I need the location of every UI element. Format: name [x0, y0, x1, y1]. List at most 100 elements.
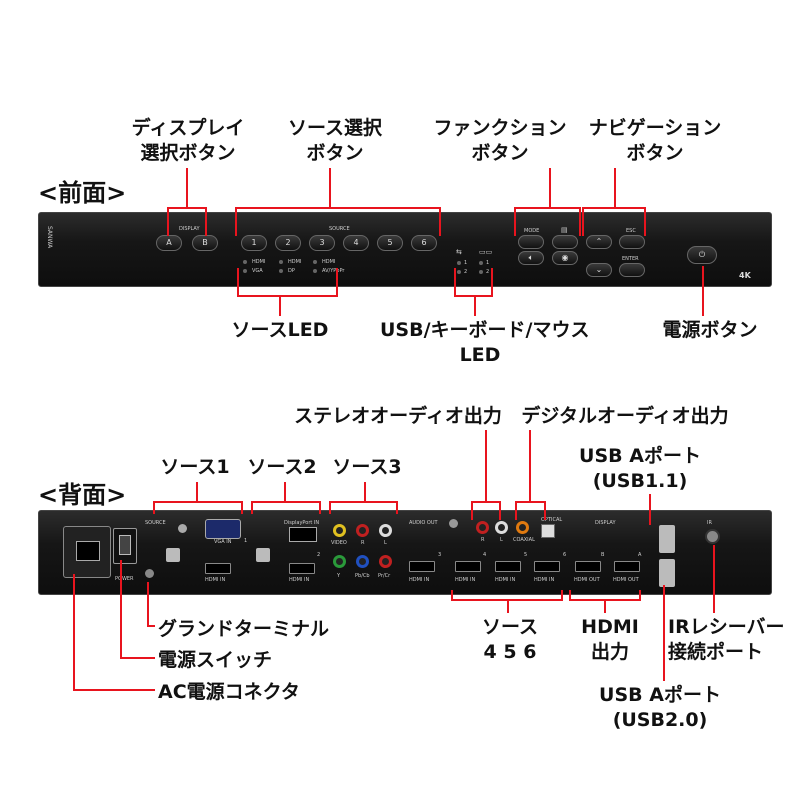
- num-5: 5: [524, 552, 528, 558]
- led-label: HDMI: [288, 259, 302, 265]
- label-navigation-button: ナビゲーション ボタン: [588, 117, 722, 164]
- mode-button[interactable]: [518, 235, 544, 249]
- num-3: 3: [438, 552, 442, 558]
- front-title: <前面>: [38, 179, 127, 207]
- hdmi-out-b[interactable]: [575, 561, 601, 572]
- source-led: [243, 260, 247, 264]
- kbd-led-label: 2: [486, 269, 490, 275]
- mode-caption: MODE: [524, 228, 540, 234]
- hdmi-in-caption: HDMI IN: [289, 577, 310, 583]
- usb-a-20-port[interactable]: [659, 559, 675, 587]
- stereo-l-out[interactable]: [495, 521, 508, 534]
- ir-port[interactable]: [705, 529, 720, 544]
- stereo-r-caption: R: [481, 537, 485, 543]
- up-button[interactable]: ⌃: [586, 235, 612, 249]
- kbd-led: [479, 270, 483, 274]
- ground-terminal[interactable]: [145, 569, 154, 578]
- hdmi-in-6[interactable]: [534, 561, 560, 572]
- source-led: [313, 260, 317, 264]
- led-label: AV/YPbPr: [322, 268, 345, 274]
- label-power-button: 電源ボタン: [662, 319, 758, 341]
- pb-jack[interactable]: [356, 555, 369, 568]
- back-title: <背面>: [38, 481, 127, 509]
- displayport-in[interactable]: [289, 527, 317, 542]
- hdmi-out-a[interactable]: [614, 561, 640, 572]
- hdmi-in-1[interactable]: [205, 563, 231, 574]
- hdmi-in-caption: HDMI IN: [409, 577, 430, 583]
- label-usb-a-11: USB Aポート (USB1.1): [579, 445, 701, 492]
- usb-b-port-2[interactable]: [256, 548, 270, 562]
- kbd-led: [479, 261, 483, 265]
- vga-port[interactable]: [205, 519, 241, 539]
- coaxial-caption: COAXIAL: [513, 537, 535, 543]
- hdmi-in-2[interactable]: [289, 563, 315, 574]
- esc-button[interactable]: [619, 235, 645, 249]
- menu-button[interactable]: [552, 235, 578, 249]
- l-caption: L: [384, 540, 387, 546]
- eye-button[interactable]: ◉: [552, 251, 578, 265]
- video-caption: VIDEO: [331, 540, 347, 546]
- label-power-switch: 電源スイッチ: [158, 649, 273, 671]
- source-2-button[interactable]: 2: [275, 235, 301, 251]
- stereo-r-out[interactable]: [476, 521, 489, 534]
- label-source456: ソース 4 5 6: [481, 616, 539, 663]
- source-3-button[interactable]: 3: [309, 235, 335, 251]
- pr-jack[interactable]: [379, 555, 392, 568]
- y-jack[interactable]: [333, 555, 346, 568]
- display-a-button[interactable]: A: [156, 235, 182, 251]
- enter-button[interactable]: [619, 263, 645, 277]
- num-6: 6: [563, 552, 567, 558]
- out-a-caption: A: [638, 552, 642, 558]
- hdmi-in-4[interactable]: [455, 561, 481, 572]
- label-source3: ソース3: [332, 456, 402, 478]
- 4k-badge: 4K: [739, 271, 751, 280]
- audio-l-jack[interactable]: [379, 524, 392, 537]
- hdmi-in-5[interactable]: [495, 561, 521, 572]
- usb-a-11-port[interactable]: [659, 525, 675, 553]
- source-5-button[interactable]: 5: [377, 235, 403, 251]
- hdmi-out-caption: HDMI OUT: [613, 577, 639, 583]
- display-caption: DISPLAY: [179, 226, 200, 232]
- label-source-led: ソースLED: [231, 319, 329, 341]
- led-label: HDMI: [252, 259, 266, 265]
- r-caption: R: [361, 540, 365, 546]
- usb-b-port-1[interactable]: [166, 548, 180, 562]
- prcr-caption: Pr/Cr: [378, 573, 391, 579]
- usb-led: [457, 270, 461, 274]
- volume-button[interactable]: 🔈︎: [518, 251, 544, 265]
- power-button[interactable]: ⏻: [687, 246, 717, 264]
- back-panel: POWER SOURCE VGA IN 1 HDMI IN DisplayPor…: [38, 510, 772, 595]
- ac-connector: [63, 526, 111, 578]
- enter-caption: ENTER: [622, 256, 639, 262]
- front-panel: SANWA DISPLAY A B SOURCE 1 2 3 4 5 6 HDM…: [38, 212, 772, 287]
- pbcb-caption: Pb/Cb: [355, 573, 370, 579]
- coaxial-out[interactable]: [516, 521, 529, 534]
- led-label: DP: [288, 268, 295, 274]
- power-switch[interactable]: [113, 528, 137, 564]
- usb-led: [457, 261, 461, 265]
- source-1-button[interactable]: 1: [241, 235, 267, 251]
- display-b-button[interactable]: B: [192, 235, 218, 251]
- down-button[interactable]: ⌄: [586, 263, 612, 277]
- optical-out[interactable]: [541, 524, 555, 538]
- label-stereo-out: ステレオオーディオ出力: [294, 405, 502, 427]
- usb-led-label: 2: [464, 269, 468, 275]
- hdmi-in-3[interactable]: [409, 561, 435, 572]
- label-source-button: ソース選択 ボタン: [287, 117, 383, 164]
- label-ac-connector: AC電源コネクタ: [158, 681, 300, 703]
- audio-r-jack[interactable]: [356, 524, 369, 537]
- source-led: [279, 260, 283, 264]
- num-1: 1: [244, 538, 248, 544]
- brand-logo: SANWA: [46, 226, 53, 249]
- source-6-button[interactable]: 6: [411, 235, 437, 251]
- esc-caption: ESC: [626, 228, 636, 234]
- source-4-button[interactable]: 4: [343, 235, 369, 251]
- source-caption: SOURCE: [329, 226, 350, 232]
- label-source2: ソース2: [247, 456, 317, 478]
- keyboard-icon: ▭▭: [479, 248, 493, 256]
- label-usb-led: USB/キーボード/マウス LED: [380, 319, 590, 366]
- video-jack[interactable]: [333, 524, 346, 537]
- audio-jack[interactable]: [178, 524, 187, 533]
- led-label: HDMI: [322, 259, 336, 265]
- dp-caption: DisplayPort IN: [284, 520, 320, 526]
